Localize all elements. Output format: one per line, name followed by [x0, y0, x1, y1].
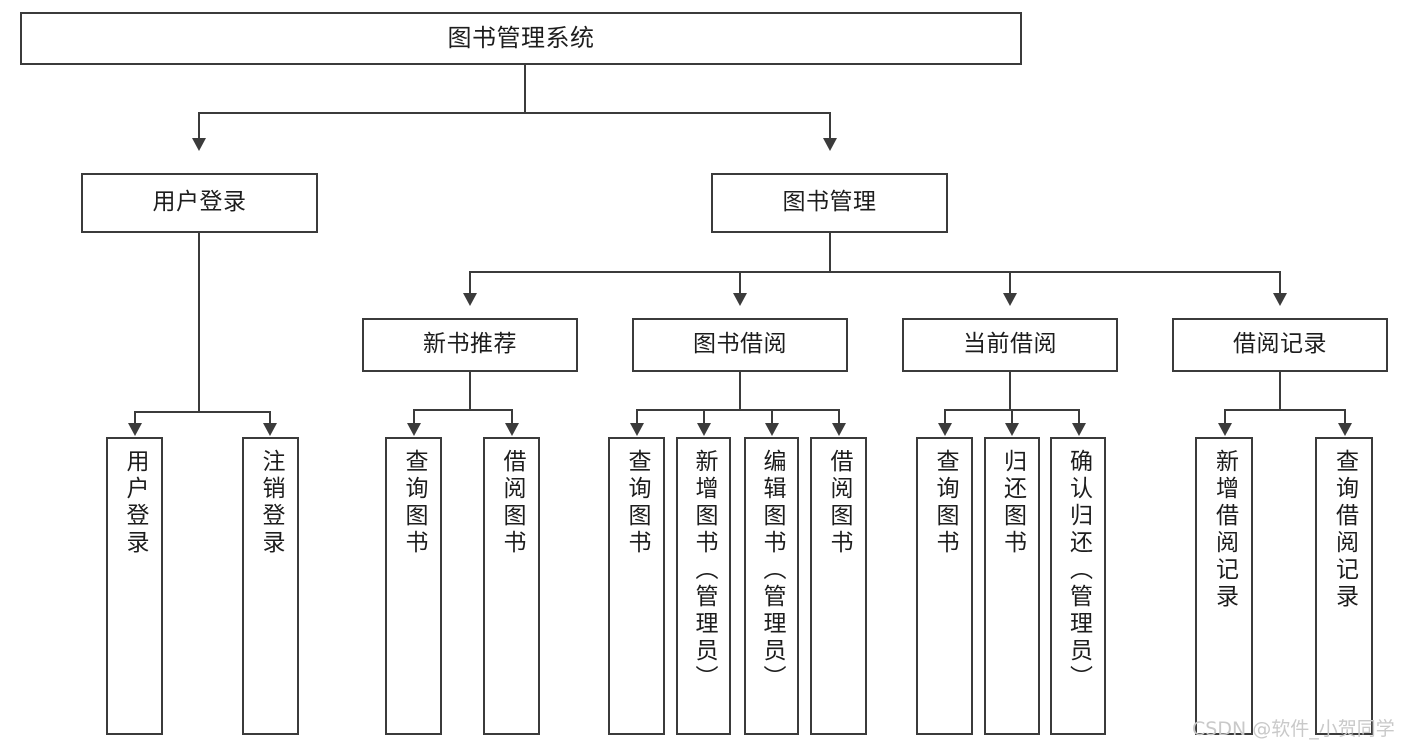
connector-bm-drop-3 [1009, 271, 1011, 295]
node-label: 新增借阅记录 [1211, 449, 1238, 611]
connector-bb-drop-2 [703, 409, 705, 425]
connector-cb-drop-1 [944, 409, 946, 425]
node-book-manage[interactable]: 图书管理 [711, 173, 948, 233]
connector-cb-drop-3 [1078, 409, 1080, 425]
connector-br-stem [1279, 372, 1281, 411]
connector-user-login-bar [134, 411, 269, 413]
leaf-borrow-book-1[interactable]: 借阅图书 [483, 437, 540, 735]
node-label: 图书管理 [782, 189, 877, 216]
arrowhead-leaf-borrow-book-2 [832, 423, 846, 436]
node-label: 确认归还（管理员） [1065, 449, 1092, 692]
node-label: 归还图书 [999, 449, 1026, 557]
node-label: 用户登录 [152, 189, 247, 216]
connector-root-bar [198, 112, 830, 114]
node-label: 借阅图书 [499, 449, 525, 557]
leaf-add-record[interactable]: 新增借阅记录 [1195, 437, 1253, 735]
connector-bb-drop-3 [771, 409, 773, 425]
leaf-edit-book[interactable]: 编辑图书（管理员） [744, 437, 799, 735]
connector-bb-stem [739, 372, 741, 411]
connector-book-manage-stem [829, 233, 831, 273]
leaf-query-record[interactable]: 查询借阅记录 [1315, 437, 1373, 735]
connector-cb-stem [1009, 372, 1011, 411]
connector-bm-drop-4 [1279, 271, 1281, 295]
node-label: 当前借阅 [963, 331, 1057, 358]
node-label: 查询图书 [401, 449, 427, 557]
node-label: 查询借阅记录 [1331, 449, 1358, 611]
connector-br-drop-2 [1344, 409, 1346, 425]
arrowhead-leaf-edit-book [765, 423, 779, 436]
arrowhead-to-borrow-record [1273, 293, 1287, 306]
connector-br-drop-1 [1224, 409, 1226, 425]
node-book-borrow[interactable]: 图书借阅 [632, 318, 848, 372]
arrowhead-leaf-query-book-1 [407, 423, 421, 436]
node-label: 查询图书 [932, 449, 958, 557]
connector-user-login-stem [198, 233, 200, 413]
node-label: 注销登录 [258, 449, 284, 557]
connector-book-manage-bar [469, 271, 1281, 273]
connector-root-drop-right [829, 112, 831, 140]
leaf-borrow-book-2[interactable]: 借阅图书 [810, 437, 867, 735]
arrowhead-to-user-login [192, 138, 206, 151]
arrowhead-leaf-add-record [1218, 423, 1232, 436]
arrowhead-leaf-borrow-book-1 [505, 423, 519, 436]
node-label: 新书推荐 [423, 331, 517, 358]
node-label: 用户登录 [122, 449, 148, 557]
connector-user-login-drop-2 [269, 411, 271, 425]
arrowhead-leaf-query-book-3 [938, 423, 952, 436]
connector-nbr-drop-1 [413, 409, 415, 425]
connector-nbr-bar [413, 409, 512, 411]
arrowhead-to-book-borrow [733, 293, 747, 306]
leaf-confirm-return[interactable]: 确认归还（管理员） [1050, 437, 1106, 735]
arrowhead-to-book-manage [823, 138, 837, 151]
arrowhead-leaf-add-book [697, 423, 711, 436]
leaf-user-login[interactable]: 用户登录 [106, 437, 163, 735]
connector-bm-drop-2 [739, 271, 741, 295]
node-user-login[interactable]: 用户登录 [81, 173, 318, 233]
leaf-user-logout[interactable]: 注销登录 [242, 437, 299, 735]
connector-nbr-drop-2 [511, 409, 513, 425]
node-current-borrow[interactable]: 当前借阅 [902, 318, 1118, 372]
node-label: 编辑图书（管理员） [759, 449, 785, 692]
node-label: 借阅记录 [1233, 331, 1327, 358]
connector-root-drop-left [198, 112, 200, 140]
leaf-query-book-2[interactable]: 查询图书 [608, 437, 665, 735]
node-borrow-record[interactable]: 借阅记录 [1172, 318, 1388, 372]
connector-bb-drop-4 [838, 409, 840, 425]
node-label: 图书管理系统 [447, 24, 595, 53]
connector-user-login-drop-1 [134, 411, 136, 425]
arrowhead-to-current-borrow [1003, 293, 1017, 306]
arrowhead-leaf-query-record [1338, 423, 1352, 436]
connector-bb-drop-1 [636, 409, 638, 425]
leaf-query-book-1[interactable]: 查询图书 [385, 437, 442, 735]
connector-root-stem [524, 65, 526, 113]
connector-bb-bar [636, 409, 839, 411]
leaf-return-book[interactable]: 归还图书 [984, 437, 1040, 735]
arrowhead-leaf-query-book-2 [630, 423, 644, 436]
node-label: 借阅图书 [826, 449, 852, 557]
connector-cb-drop-2 [1011, 409, 1013, 425]
node-label: 新增图书（管理员） [691, 449, 717, 692]
connector-br-bar [1224, 409, 1345, 411]
arrowhead-leaf-confirm-return [1072, 423, 1086, 436]
arrowhead-leaf-user-login [128, 423, 142, 436]
node-label: 查询图书 [624, 449, 650, 557]
node-new-book-rec[interactable]: 新书推荐 [362, 318, 578, 372]
leaf-add-book[interactable]: 新增图书（管理员） [676, 437, 731, 735]
node-label: 图书借阅 [693, 331, 787, 358]
leaf-query-book-3[interactable]: 查询图书 [916, 437, 973, 735]
arrowhead-leaf-return-book [1005, 423, 1019, 436]
arrowhead-to-new-book-rec [463, 293, 477, 306]
arrowhead-leaf-user-logout [263, 423, 277, 436]
node-root-system[interactable]: 图书管理系统 [20, 12, 1022, 65]
connector-bm-drop-1 [469, 271, 471, 295]
connector-nbr-stem [469, 372, 471, 411]
